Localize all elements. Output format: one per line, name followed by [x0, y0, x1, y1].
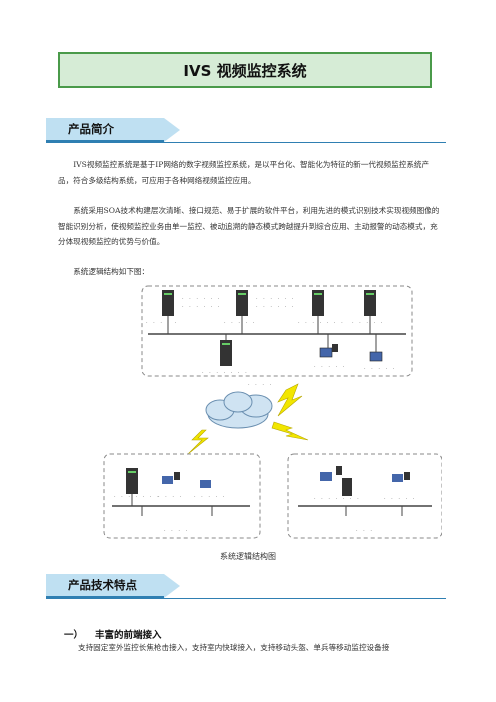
svg-text:· · · ·: · · · · — [248, 382, 273, 388]
workstation-icon — [319, 344, 338, 358]
figure-caption: 系统逻辑结构图 — [220, 552, 276, 561]
server-icon — [126, 468, 138, 494]
section-heading-product-intro: 产品简介 — [46, 118, 180, 142]
branch-zone-right — [287, 453, 442, 539]
intro-paragraph-3: 系统逻辑结构如下图： — [73, 267, 150, 276]
svg-text:· · · · · · ·: · · · · · · · — [114, 494, 161, 500]
server-icon — [220, 340, 232, 366]
workstation-icon — [162, 472, 180, 484]
sub-heading-number: 一） — [64, 630, 84, 641]
workstation-icon — [320, 466, 342, 481]
workstation-icon — [369, 351, 383, 362]
svg-text:· · · ·: · · · · — [158, 494, 183, 500]
system-logic-diagram: · · · · · · · · · · · · · · · · · · · · … — [103, 285, 442, 539]
features-paragraph: 支持固定室外监控长焦枪击接入，支持室内快球接入，支持移动头盔、单兵等移动监控设备… — [78, 643, 390, 652]
workstation-icon — [200, 480, 211, 488]
wireless-link-icon — [271, 421, 309, 441]
svg-text:· · · · · ·: · · · · · · — [182, 304, 221, 310]
svg-text:· · · · · · ·: · · · · · · · — [298, 320, 345, 326]
svg-text:· · · · · ·: · · · · · · — [182, 296, 221, 302]
section-heading-tech-features: 产品技术特点 — [46, 574, 180, 598]
wireless-link-icon — [277, 383, 303, 417]
center-zone-frame — [141, 285, 413, 377]
svg-text:· · · · · ·: · · · · · · — [256, 304, 295, 310]
svg-text:· · · · · · ·: · · · · · · · — [314, 496, 361, 502]
svg-text:· · ·: · · · — [356, 528, 374, 534]
svg-text:· · · · ·: · · · · · — [352, 320, 384, 326]
intro-paragraph-1: IVS视频监控系统是基于IP网络的数字视频监控系统，是以平台化、智能化为特征的新… — [58, 160, 430, 185]
sub-heading: 一） 丰富的前端接入 — [64, 627, 162, 641]
branch-zone-left — [103, 453, 261, 539]
svg-text:· · · ·: · · · · — [164, 528, 189, 534]
svg-text:· · · · ·: · · · · · — [194, 494, 226, 500]
section-divider — [46, 598, 446, 599]
svg-text:· · · · ·: · · · · · — [146, 320, 178, 326]
svg-text:· · · · ·: · · · · · — [314, 364, 346, 370]
server-icon — [236, 290, 248, 316]
server-icon — [364, 290, 376, 316]
svg-text:· · · · · ·: · · · · · · — [256, 296, 295, 302]
wireless-link-icon — [187, 429, 209, 455]
server-icon — [162, 290, 174, 316]
svg-text:· · · · ·: · · · · · — [384, 496, 416, 502]
workstation-icon — [392, 472, 410, 482]
sub-heading-text: 丰富的前端接入 — [95, 630, 162, 641]
server-icon — [342, 478, 352, 496]
document-title: IVS 视频监控系统 — [58, 52, 432, 88]
svg-text:· · · · ·: · · · · · — [364, 366, 396, 372]
server-icon — [312, 290, 324, 316]
intro-paragraph-2: 系统采用SOA技术构建层次清晰、接口规范、易于扩展的软件平台，利用先进的模式识别… — [58, 206, 440, 246]
svg-text:· · · · ·: · · · · · — [224, 320, 256, 326]
section-divider — [46, 142, 446, 143]
svg-text:· · · · · · ·: · · · · · · · — [202, 370, 249, 376]
network-cloud-icon — [205, 391, 273, 429]
